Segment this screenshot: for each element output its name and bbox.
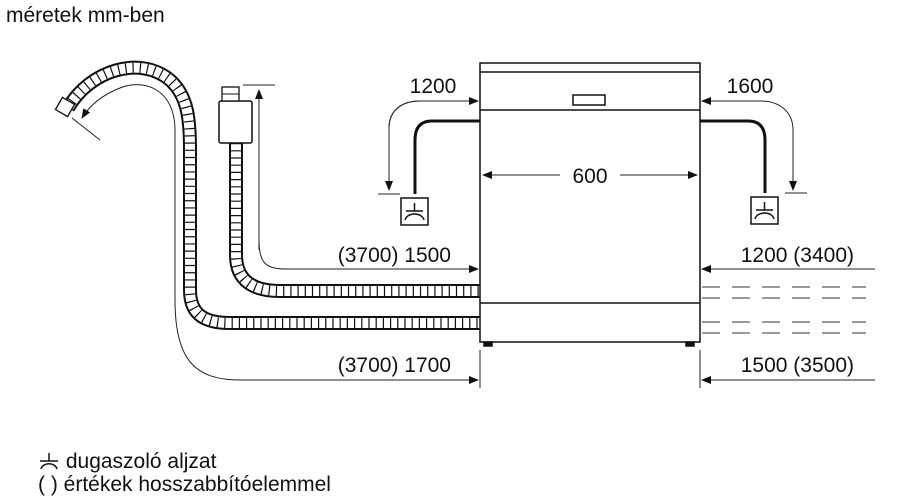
drain-hose [54, 60, 480, 330]
socket-symbol-icon [40, 453, 58, 470]
socket-icon [750, 196, 779, 225]
power-cord-left [413, 119, 480, 194]
power-cord-right [700, 119, 767, 193]
dim-power-left: 1200 [410, 75, 457, 98]
dim-power-right: 1600 [727, 75, 774, 98]
dim-width: 600 [572, 165, 607, 188]
dim-drain-right: 1500 (3500) [741, 354, 854, 377]
legend-parentheses: ( ) értékek hosszabbítóelemmel [38, 473, 331, 497]
legend-socket-label: dugaszoló aljzat [65, 450, 217, 473]
aquastop-valve-icon [218, 100, 253, 144]
legend-paren-label: értékek hosszabbítóelemmel [63, 473, 331, 496]
dim-inlet-right: 1200 (3400) [741, 244, 854, 267]
diagram-title: méretek mm-ben [6, 4, 165, 27]
inlet-hose [218, 86, 480, 298]
hose-extension-dashes [702, 286, 866, 334]
hose-end-icon [54, 96, 76, 118]
legend-socket: dugaszoló aljzat [38, 448, 216, 474]
dishwasher-outline [479, 62, 701, 347]
door-handle [572, 94, 606, 106]
dim-inlet-left: (3700) 1500 [338, 244, 451, 267]
legend-paren-symbol: ( ) [38, 473, 58, 496]
socket-icon [400, 197, 429, 226]
dim-drain-left: (3700) 1700 [338, 354, 451, 377]
